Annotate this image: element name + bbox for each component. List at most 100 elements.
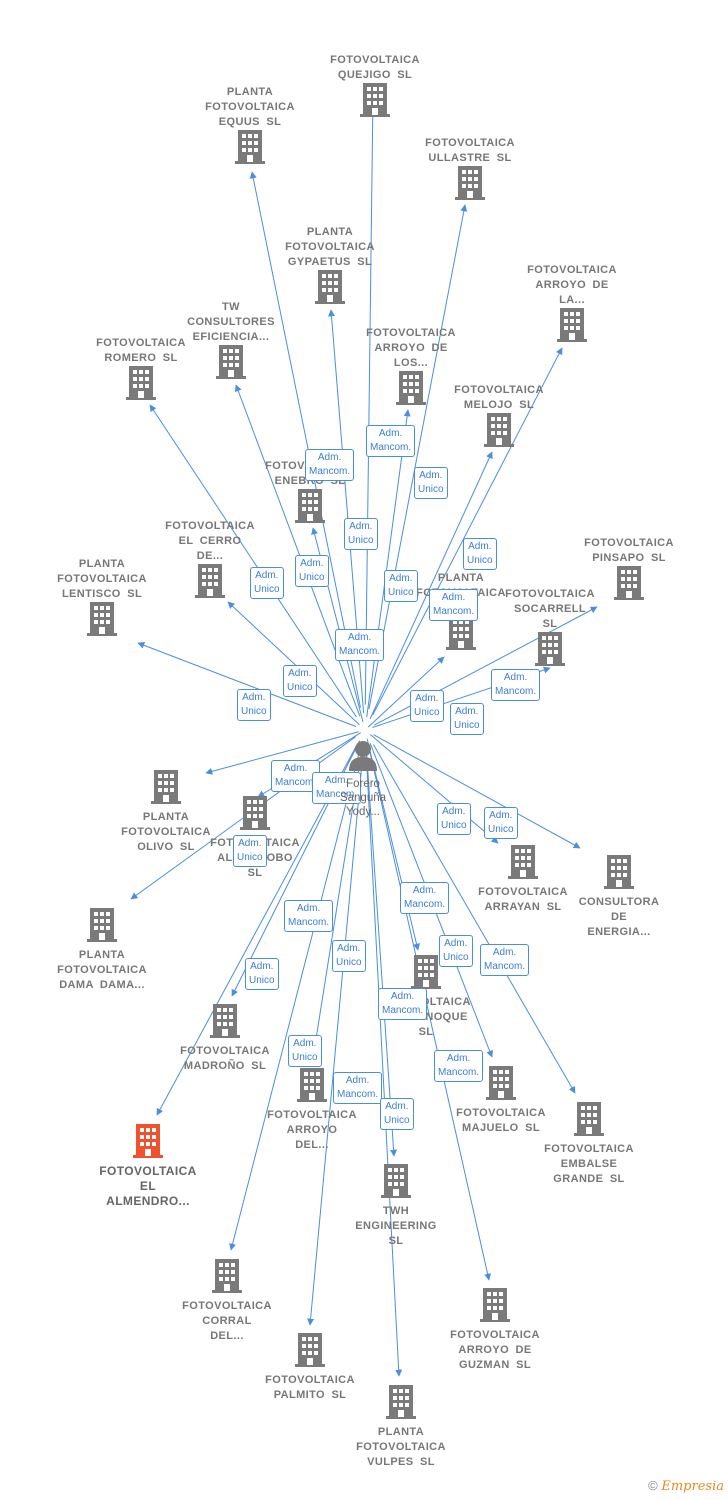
building-icon [297,1068,327,1102]
edge-embalse [372,744,576,1094]
company-label: FOTOVOLTAICA ARROYO DEL... [267,1109,357,1151]
role-badge[interactable]: Adm. Unico [437,803,471,835]
company-node-ullastre[interactable]: FOTOVOLTAICA ULLASTRE SL [414,136,526,200]
edge-arrayan [369,734,499,844]
company-node-cerro[interactable]: FOTOVOLTAICA EL CERRO DE... [154,519,266,598]
company-label: FOTOVOLTAICA EMBALSE GRANDE SL [544,1143,634,1185]
role-badge[interactable]: Adm. Mancom. [480,944,530,976]
building-icon [151,770,181,804]
edge-consultora [373,734,581,849]
company-node-pinsapo[interactable]: FOTOVOLTAICA PINSAPO SL [573,536,685,600]
role-badge[interactable]: Adm. Unico [233,835,267,867]
role-badge[interactable]: Adm. Unico [288,1035,322,1067]
company-node-vulpes[interactable]: PLANTA FOTOVOLTAICA VULPES SL [345,1385,457,1470]
role-badge[interactable]: Adm. Unico [283,665,317,697]
company-label: PLANTA FOTOVOLTAICA DAMA DAMA... [57,949,147,991]
company-node-guzman[interactable]: FOTOVOLTAICA ARROYO DE GUZMAN SL [439,1288,551,1373]
company-node-palmito[interactable]: FOTOVOLTAICA PALMITO SL [254,1333,366,1403]
company-label: FOTOVOLTAICA EL ALMENDRO... [99,1164,197,1208]
company-node-romero[interactable]: FOTOVOLTAICA ROMERO SL [85,336,197,400]
edge-olivo [205,731,359,775]
company-node-dama[interactable]: PLANTA FOTOVOLTAICA DAMA DAMA... [46,908,158,993]
role-badge[interactable]: Adm. Unico [450,703,484,735]
role-badge[interactable]: Adm. Unico [295,555,329,587]
role-badge[interactable]: Adm. Mancom. [378,988,428,1020]
edge-arroyo_los [366,409,411,718]
company-node-embalse[interactable]: FOTOVOLTAICA EMBALSE GRANDE SL [533,1102,645,1187]
building-icon [360,83,390,117]
company-label: FOTOVOLTAICA PALMITO SL [265,1374,355,1401]
building-icon [508,845,538,879]
company-label: TW CONSULTORES EFICIENCIA... [187,301,275,343]
company-label: FOTOVOLTAICA QUEJIGO SL [330,54,420,81]
role-badge[interactable]: Adm. Mancom. [333,1072,383,1104]
role-badge[interactable]: Adm. Mancom. [271,760,321,792]
company-node-lentisco[interactable]: PLANTA FOTOVOLTAICA LENTISCO SL [46,557,158,636]
company-node-madrono[interactable]: FOTOVOLTAICA MADROÑO SL [169,1004,281,1074]
company-node-quejigo[interactable]: FOTOVOLTAICA QUEJIGO SL [319,53,431,117]
building-icon [240,796,270,830]
building-icon [604,855,634,889]
role-badge[interactable]: Adm. Mancom. [305,449,355,481]
role-badge[interactable]: Adm. Unico [245,958,279,990]
edge-palmito [307,753,364,1326]
company-node-almendro[interactable]: FOTOVOLTAICA EL ALMENDRO... [92,1124,204,1209]
edge-lentisco [137,641,357,727]
building-icon [210,1004,240,1038]
company-node-melojo[interactable]: FOTOVOLTAICA MELOJO SL [443,383,555,447]
building-icon [486,1066,516,1100]
role-badge[interactable]: Adm. Unico [237,689,271,721]
company-label: FOTOVOLTAICA ARROYO DE LOS... [366,327,456,369]
role-badge[interactable]: Adm. Unico [332,940,366,972]
company-label: FOTOVOLTAICA MAJUELO SL [456,1107,546,1134]
company-node-gypaetus[interactable]: PLANTA FOTOVOLTAICA GYPAETUS SL [274,225,386,304]
building-icon [195,564,225,598]
role-badge[interactable]: Adm. Unico [410,690,444,722]
role-badge[interactable]: Adm. Unico [439,935,473,967]
company-node-arrayan[interactable]: FOTOVOLTAICA ARRAYAN SL [467,845,579,915]
company-label: FOTOVOLTAICA MELOJO SL [454,384,544,411]
edge-tw [234,384,361,717]
building-icon [235,130,265,164]
company-label: PLANTA FOTOVOLTAICA GYPAETUS SL [285,226,375,268]
role-badge[interactable]: Adm. Unico [414,467,448,499]
building-icon [574,1102,604,1136]
role-badge[interactable]: Adm. Mancom. [429,589,479,621]
company-node-consultora[interactable]: CONSULTORA DE ENERGIA... [563,855,675,940]
edge-arroyo_la [372,347,563,715]
center-person[interactable]: Forero Sanguña Yody... [323,740,403,819]
role-badge[interactable]: Adm. Unico [250,567,284,599]
company-node-olivo[interactable]: PLANTA FOTOVOLTAICA OLIVO SL [110,770,222,855]
role-badge[interactable]: Adm. Mancom. [284,900,334,932]
building-icon [381,1164,411,1198]
role-badge[interactable]: Adm. Unico [384,570,418,602]
role-badge[interactable]: Adm. Unico [484,807,518,839]
edge-cerro [227,601,360,726]
company-node-arroyo_la[interactable]: FOTOVOLTAICA ARROYO DE LA... [516,263,628,342]
role-badge[interactable]: Adm. Unico [463,538,497,570]
copyright-mark: © [648,1478,658,1493]
role-badge[interactable]: Adm. Mancom. [400,882,450,914]
company-label: PLANTA FOTOVOLTAICA LENTISCO SL [57,558,147,600]
company-node-twh[interactable]: TWH ENGINEERING SL [340,1164,452,1249]
company-label: FOTOVOLTAICA ARRAYAN SL [478,886,568,913]
role-badge[interactable]: Adm. Unico [344,518,378,550]
company-node-arroyo_los[interactable]: FOTOVOLTAICA ARROYO DE LOS... [355,326,467,405]
company-node-tw[interactable]: TW CONSULTORES EFICIENCIA... [175,300,287,379]
role-badge[interactable]: Adm. Mancom. [335,629,385,661]
role-badge[interactable]: Adm. Mancom. [312,772,362,804]
company-label: PLANTA FOTOVOLTAICA EQUUS SL [205,86,295,128]
company-node-majuelo[interactable]: FOTOVOLTAICA MAJUELO SL [445,1066,557,1136]
company-node-equus[interactable]: PLANTA FOTOVOLTAICA EQUUS SL [194,85,306,164]
company-node-arroyo_del[interactable]: FOTOVOLTAICA ARROYO DEL... [256,1068,368,1153]
building-icon [315,270,345,304]
company-node-corral[interactable]: FOTOVOLTAICA CORRAL DEL... [171,1259,283,1344]
role-badge[interactable]: Adm. Unico [380,1098,414,1130]
company-node-socarrell[interactable]: FOTOVOLTAICA SOCARRELL SL [494,587,606,666]
edge-romero [149,404,357,718]
building-icon [295,1333,325,1367]
role-badge[interactable]: Adm. Mancom. [434,1050,484,1082]
role-badge[interactable]: Adm. Mancom. [366,425,416,457]
edge-quejigo [364,94,377,705]
role-badge[interactable]: Adm. Mancom. [491,669,541,701]
